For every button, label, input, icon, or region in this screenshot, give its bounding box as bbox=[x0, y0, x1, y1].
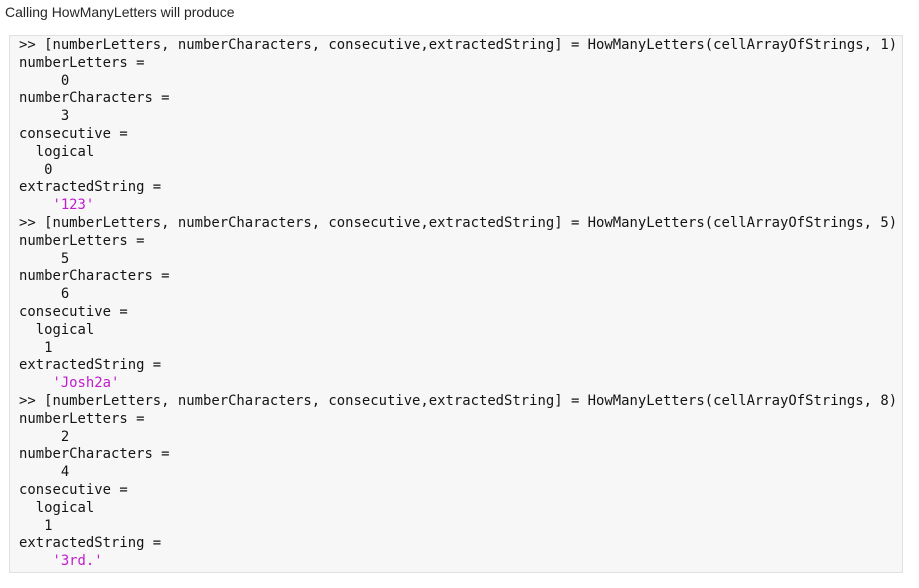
console-output-line: logical bbox=[19, 499, 95, 516]
console-output-line: numberLetters = bbox=[19, 410, 145, 427]
console-output-block: >> [numberLetters, numberCharacters, con… bbox=[9, 35, 903, 573]
console-output-line: extractedString = bbox=[19, 357, 162, 374]
console-output-line: 5 bbox=[19, 250, 70, 267]
console-output-line: consecutive = bbox=[19, 303, 128, 320]
console-output-line: numberCharacters = bbox=[19, 446, 170, 463]
console-output-line: 1 bbox=[19, 517, 53, 534]
console-string-output-line: '3rd.' bbox=[19, 553, 103, 570]
console-output-line: 3 bbox=[19, 108, 70, 125]
console-output-line: consecutive = bbox=[19, 125, 128, 142]
console-output-line: numberCharacters = bbox=[19, 268, 170, 285]
console-output-line: consecutive = bbox=[19, 481, 128, 498]
console-command-line: >> [numberLetters, numberCharacters, con… bbox=[19, 37, 898, 53]
console-output-line: extractedString = bbox=[19, 179, 162, 196]
console-output-line: 6 bbox=[19, 286, 70, 303]
console-output-line: numberLetters = bbox=[19, 54, 145, 71]
console-string-output-line: '123' bbox=[19, 197, 95, 214]
console-string-output-line: 'Josh2a' bbox=[19, 375, 120, 392]
console-output-line: 4 bbox=[19, 464, 70, 481]
console-output-line: 0 bbox=[19, 161, 53, 178]
console-output-line: 1 bbox=[19, 339, 53, 356]
console-output-line: logical bbox=[19, 143, 95, 160]
console-output-line: extractedString = bbox=[19, 535, 162, 552]
console-output-line: 2 bbox=[19, 428, 70, 445]
console-output-line: 0 bbox=[19, 72, 70, 89]
console-command-line: >> [numberLetters, numberCharacters, con… bbox=[19, 392, 898, 409]
console-command-line: >> [numberLetters, numberCharacters, con… bbox=[19, 214, 898, 231]
console-output-line: numberCharacters = bbox=[19, 90, 170, 107]
console-output-line: logical bbox=[19, 321, 95, 338]
console-output-line: numberLetters = bbox=[19, 232, 145, 249]
intro-text: Calling HowManyLetters will produce bbox=[5, 4, 235, 20]
